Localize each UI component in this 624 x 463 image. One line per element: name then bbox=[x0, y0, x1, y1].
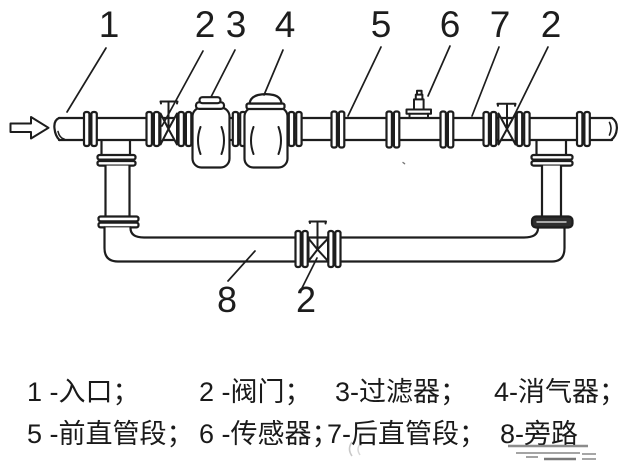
inlet-flange bbox=[82, 110, 98, 148]
valve-right-icon bbox=[482, 102, 531, 148]
filter-icon bbox=[191, 96, 231, 169]
air-eliminator-icon bbox=[243, 93, 289, 169]
bypass-pipe bbox=[96, 138, 574, 263]
flange-after-eliminator bbox=[287, 110, 303, 148]
leader-lines bbox=[66, 45, 549, 289]
upstream-flanges bbox=[330, 110, 401, 149]
legend-item-7: 7-后直管段； bbox=[327, 419, 487, 449]
bypass-valve-icon bbox=[294, 220, 342, 269]
callout-6: 6 bbox=[439, 4, 461, 45]
flow-arrow-icon bbox=[9, 116, 50, 140]
speck bbox=[402, 161, 406, 165]
legend-item-3: 3-过滤器； bbox=[335, 377, 468, 407]
legend-item-5: 5 -前直管段； bbox=[27, 419, 194, 449]
callout-1: 1 bbox=[98, 4, 120, 45]
legend-item-8: 8-旁路 bbox=[500, 419, 579, 449]
watermark-remnant bbox=[348, 441, 596, 461]
pipeline-drawing bbox=[9, 45, 618, 289]
legend-item-6: 6 -传感器； bbox=[199, 419, 339, 449]
legend-item-4: 4-消气器； bbox=[494, 377, 624, 407]
sensor-icon bbox=[405, 89, 432, 118]
downstream-flange bbox=[439, 110, 455, 149]
legend-item-1: 1 -入口； bbox=[27, 377, 140, 407]
callout-5: 5 bbox=[370, 4, 392, 45]
callout-4: 4 bbox=[274, 4, 296, 45]
valve-left-icon bbox=[145, 100, 193, 148]
callout-7: 7 bbox=[489, 4, 511, 45]
outlet-flange bbox=[575, 110, 591, 148]
callout-8: 8 bbox=[216, 279, 238, 320]
callout-2-left: 2 bbox=[194, 4, 216, 45]
callout-2-bypass: 2 bbox=[295, 279, 317, 320]
legend-item-2: 2 -阀门； bbox=[199, 377, 312, 407]
callout-2-right: 2 bbox=[540, 4, 562, 45]
callout-3: 3 bbox=[225, 4, 247, 45]
